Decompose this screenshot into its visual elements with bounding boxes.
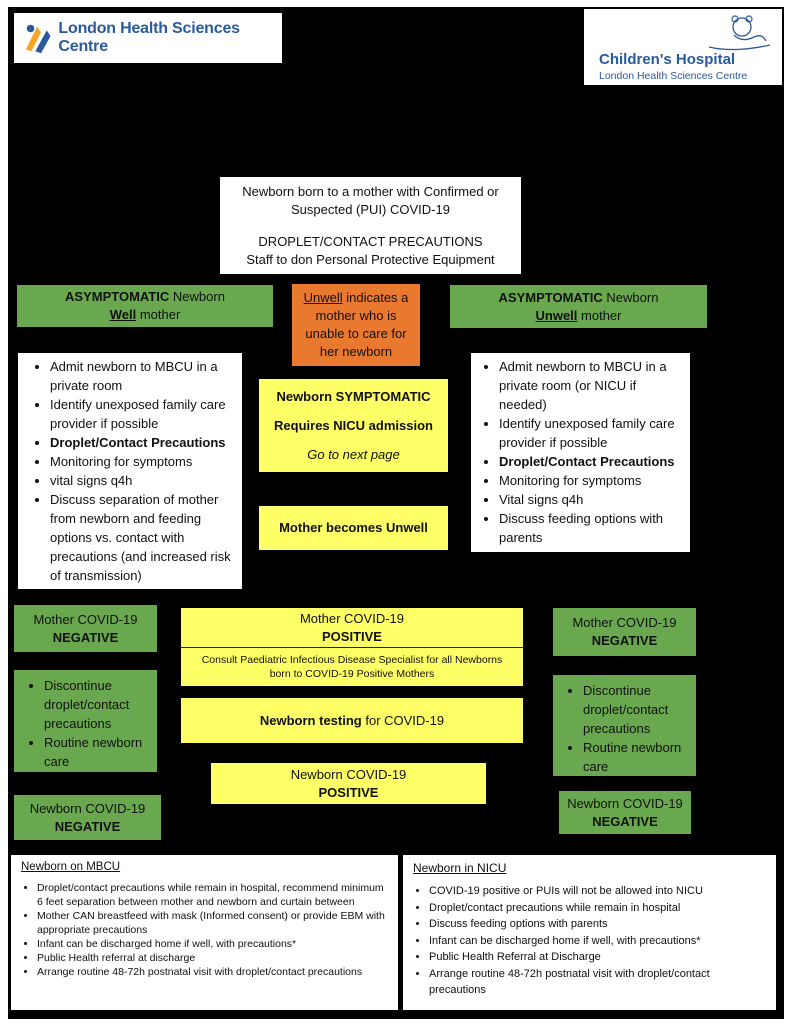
consult-text: Consult Paediatric Infectious Disease Sp… bbox=[201, 654, 503, 680]
list-item: Admit newborn to MBCU in a private room bbox=[50, 357, 236, 395]
newborn-covid-label: Newborn COVID-19 bbox=[567, 795, 683, 811]
left-mother-negative-box: Mother COVID-19 NEGATIVE bbox=[14, 605, 157, 652]
list-item: Discuss feeding options with parents bbox=[429, 916, 768, 933]
mother-unwell-label: Mother becomes Unwell bbox=[279, 520, 428, 535]
mother-covid-label: Mother COVID-19 bbox=[572, 615, 677, 630]
nicu-title: Newborn in NICU bbox=[413, 861, 507, 875]
list-item: Discuss separation of mother from newbor… bbox=[50, 490, 236, 585]
right-discontinue-box: Discontinue droplet/contact precautions … bbox=[553, 675, 696, 776]
right-newborn-negative-box: Newborn COVID-19 NEGATIVE bbox=[559, 791, 691, 834]
bear-icon bbox=[708, 15, 771, 51]
right-mother-negative-box: Mother COVID-19 NEGATIVE bbox=[553, 608, 696, 656]
next-page-link[interactable]: Go to next page bbox=[307, 446, 400, 462]
newborn-mbcu-box: Newborn on MBCU Droplet/contact precauti… bbox=[11, 855, 398, 1010]
positive-label: POSITIVE bbox=[318, 784, 379, 800]
childrens-hospital-subtitle: London Health Sciences Centre bbox=[599, 70, 748, 82]
asymptomatic-label-right: ASYMPTOMATIC bbox=[498, 289, 603, 305]
left-discontinue-box: Discontinue droplet/contact precautions … bbox=[14, 670, 157, 772]
unwell-mother-actions-list: Admit newborn to MBCU in a private room … bbox=[483, 357, 684, 547]
asymptomatic-unwell-mother-box: ASYMPTOMATIC Newborn Unwell mother bbox=[450, 285, 707, 328]
left-newborn-negative-box: Newborn COVID-19 NEGATIVE bbox=[14, 795, 161, 840]
nicu-list: COVID-19 positive or PUIs will not be al… bbox=[415, 883, 768, 999]
mother-label: mother bbox=[136, 307, 181, 322]
negative-label: NEGATIVE bbox=[54, 818, 121, 834]
negative-label: NEGATIVE bbox=[592, 813, 658, 829]
mother-positive-header: Mother COVID-19 POSITIVE bbox=[181, 608, 523, 648]
list-item: Monitoring for symptoms bbox=[50, 452, 236, 471]
unwell-label-right: Unwell bbox=[535, 307, 578, 323]
newborn-testing-label: Newborn testing bbox=[259, 712, 362, 728]
list-item: Mother CAN breastfeed with mask (Informe… bbox=[37, 909, 390, 937]
mother-covid-label: Mother COVID-19 bbox=[33, 611, 138, 627]
list-item: Droplet/contact precautions while remain… bbox=[37, 881, 390, 909]
newborn-covid-label: Newborn COVID-19 bbox=[29, 800, 146, 816]
mother-label-right: mother bbox=[577, 307, 622, 323]
lhsc-logo-text: London Health Sciences Centre bbox=[58, 20, 240, 55]
asymptomatic-label: ASYMPTOMATIC bbox=[65, 289, 170, 304]
mbcu-list: Droplet/contact precautions while remain… bbox=[23, 881, 390, 979]
list-item: Identify unexposed family care provider … bbox=[499, 414, 684, 452]
list-item: Infant can be discharged home if well, w… bbox=[37, 937, 390, 951]
list-item: Discontinue droplet/contact precautions bbox=[44, 676, 151, 733]
asymptomatic-well-mother-box: ASYMPTOMATIC Newborn Well mother bbox=[17, 285, 273, 327]
left-discontinue-list: Discontinue droplet/contact precautions … bbox=[28, 676, 151, 771]
list-item: Arrange routine 48-72h postnatal visit w… bbox=[37, 965, 390, 979]
list-item: Public Health Referral at Discharge bbox=[429, 949, 768, 966]
newborn-positive-box: Newborn COVID-19 POSITIVE bbox=[211, 763, 486, 804]
lhsc-logo: London Health Sciences Centre bbox=[14, 13, 282, 63]
list-item: vital signs q4h bbox=[50, 471, 236, 490]
list-item: Monitoring for symptoms bbox=[499, 471, 684, 490]
list-item: Droplet/Contact Precautions bbox=[499, 452, 684, 471]
mother-covid-label: Mother COVID-19 bbox=[299, 610, 405, 626]
unwell-label: Unwell bbox=[303, 290, 343, 305]
list-item: Vital signs q4h bbox=[499, 490, 684, 509]
well-label: Well bbox=[109, 307, 137, 322]
mbcu-title: Newborn on MBCU bbox=[21, 861, 121, 873]
start-line-2: Suspected (PUI) COVID-19 bbox=[291, 201, 450, 217]
unwell-definition-box: Unwell indicates a mother who is unable … bbox=[292, 284, 420, 366]
list-item: Infant can be discharged home if well, w… bbox=[429, 933, 768, 950]
list-item: Droplet/Contact Precautions bbox=[50, 433, 236, 452]
childrens-hospital-logo: Children's Hospital London Health Scienc… bbox=[584, 9, 782, 85]
list-item: Routine newborn care bbox=[583, 738, 690, 776]
newborn-testing-box: Newborn testing for COVID-19 bbox=[181, 698, 523, 743]
nicu-admission-label: Requires NICU admission bbox=[274, 417, 433, 433]
start-box: Newborn born to a mother with Confirmed … bbox=[220, 177, 521, 274]
mother-positive-box: Mother COVID-19 POSITIVE Consult Paediat… bbox=[181, 608, 523, 686]
negative-label: NEGATIVE bbox=[591, 633, 658, 648]
unwell-mother-actions-box: Admit newborn to MBCU in a private room … bbox=[471, 353, 690, 552]
list-item: Discontinue droplet/contact precautions bbox=[583, 681, 690, 738]
ppe-line: Staff to don Personal Protective Equipme… bbox=[246, 251, 495, 267]
list-item: COVID-19 positive or PUIs will not be al… bbox=[429, 883, 768, 900]
newborn-nicu-box: Newborn in NICU COVID-19 positive or PUI… bbox=[403, 855, 776, 1010]
list-item: Arrange routine 48-72h postnatal visit w… bbox=[429, 966, 768, 999]
positive-label: POSITIVE bbox=[322, 628, 382, 644]
start-line-1: Newborn born to a mother with Confirmed … bbox=[242, 183, 499, 199]
lhsc-logo-icon bbox=[25, 24, 51, 54]
list-item: Admit newborn to MBCU in a private room … bbox=[499, 357, 684, 414]
childrens-hospital-title: Children's Hospital bbox=[599, 51, 736, 68]
newborn-label: Newborn bbox=[169, 289, 225, 304]
mother-becomes-unwell-box: Mother becomes Unwell bbox=[259, 506, 448, 550]
well-mother-actions-list: Admit newborn to MBCU in a private room … bbox=[34, 357, 236, 585]
negative-label: NEGATIVE bbox=[52, 629, 119, 645]
list-item: Discuss feeding options with parents bbox=[499, 509, 684, 547]
list-item: Public Health referral at discharge bbox=[37, 951, 390, 965]
list-item: Routine newborn care bbox=[44, 733, 151, 771]
unwell-definition: indicates a mother who is unable to care… bbox=[305, 290, 409, 359]
precautions-line: DROPLET/CONTACT PRECAUTIONS bbox=[258, 233, 483, 249]
list-item: Droplet/contact precautions while remain… bbox=[429, 900, 768, 917]
right-discontinue-list: Discontinue droplet/contact precautions … bbox=[567, 681, 690, 776]
symptomatic-label: Newborn SYMPTOMATIC bbox=[276, 388, 431, 404]
list-item: Identify unexposed family care provider … bbox=[50, 395, 236, 433]
covid-label: for COVID-19 bbox=[361, 712, 445, 728]
well-mother-actions-box: Admit newborn to MBCU in a private room … bbox=[18, 353, 242, 589]
newborn-symptomatic-box: Newborn SYMPTOMATIC Requires NICU admiss… bbox=[259, 379, 448, 472]
newborn-label-right: Newborn bbox=[602, 289, 659, 305]
newborn-covid-label: Newborn COVID-19 bbox=[290, 766, 407, 782]
consult-note: Consult Paediatric Infectious Disease Sp… bbox=[181, 648, 523, 686]
